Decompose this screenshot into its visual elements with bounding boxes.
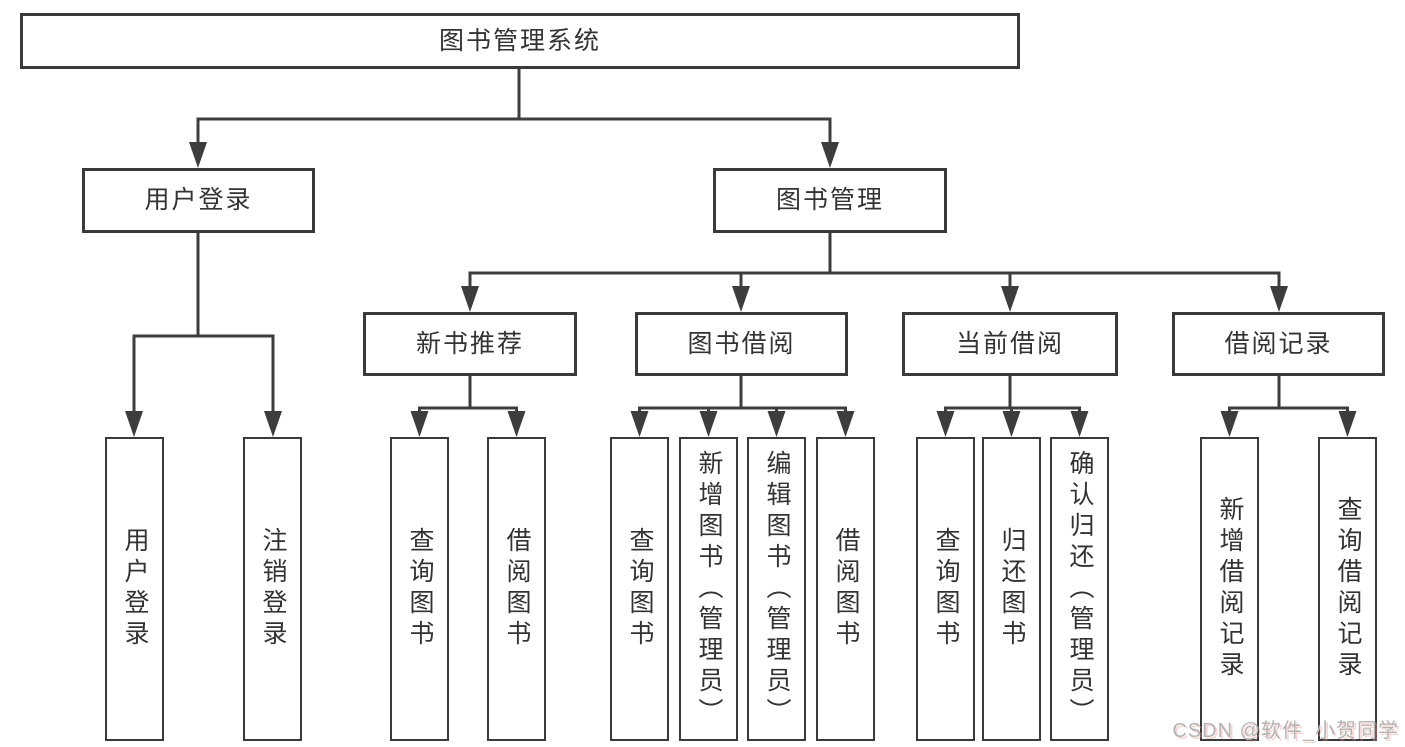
node-label: 查询图书 bbox=[932, 527, 960, 651]
node-library-management-system: 图书管理系统 bbox=[20, 13, 1020, 69]
leaf-bb-edit-books-admin: 编辑图书（管理员） bbox=[747, 437, 806, 741]
node-label: 用户登录 bbox=[144, 186, 253, 214]
leaf-cb-query-books: 查询图书 bbox=[916, 437, 975, 741]
node-label: 查询图书 bbox=[626, 527, 654, 651]
node-label: 图书管理 bbox=[775, 186, 884, 214]
node-label: 确认归还（管理员） bbox=[1066, 449, 1094, 729]
node-label: 编辑图书（管理员） bbox=[763, 449, 791, 729]
node-label: 当前借阅 bbox=[955, 329, 1064, 358]
leaf-cb-return-books: 归还图书 bbox=[982, 437, 1041, 741]
node-new-book-recommend: 新书推荐 bbox=[363, 312, 577, 376]
leaf-user-login: 用户登录 bbox=[105, 437, 164, 741]
node-label: 新增借阅记录 bbox=[1216, 496, 1244, 682]
node-label: 图书管理系统 bbox=[438, 26, 601, 55]
leaf-bb-borrow-books: 借阅图书 bbox=[816, 437, 875, 741]
node-label: 用户登录 bbox=[121, 527, 149, 651]
leaf-logout: 注销登录 bbox=[243, 437, 302, 741]
node-label: 借阅记录 bbox=[1224, 329, 1333, 358]
node-label: 借阅图书 bbox=[503, 527, 531, 651]
node-label: 注销登录 bbox=[259, 527, 287, 651]
leaf-br-query-record: 查询借阅记录 bbox=[1318, 437, 1377, 741]
node-book-borrow: 图书借阅 bbox=[635, 312, 848, 376]
node-book-management: 图书管理 bbox=[713, 168, 947, 233]
node-label: 查询图书 bbox=[406, 527, 434, 651]
node-label: 新增图书（管理员） bbox=[695, 449, 723, 729]
node-label: 图书借阅 bbox=[687, 329, 796, 358]
leaf-bb-add-books-admin: 新增图书（管理员） bbox=[679, 437, 738, 741]
leaf-nb-query-books: 查询图书 bbox=[390, 437, 449, 741]
leaf-nb-borrow-books: 借阅图书 bbox=[487, 437, 546, 741]
node-borrow-records: 借阅记录 bbox=[1172, 312, 1385, 376]
node-label: 查询借阅记录 bbox=[1334, 496, 1362, 682]
leaf-bb-query-books: 查询图书 bbox=[610, 437, 669, 741]
node-current-borrow: 当前借阅 bbox=[902, 312, 1118, 376]
leaf-br-add-record: 新增借阅记录 bbox=[1200, 437, 1259, 741]
node-label: 新书推荐 bbox=[415, 329, 524, 358]
watermark: CSDN @软件_小贺同学 bbox=[1172, 720, 1399, 742]
node-user-login: 用户登录 bbox=[82, 168, 315, 233]
node-label: 借阅图书 bbox=[832, 527, 860, 651]
leaf-cb-confirm-return-admin: 确认归还（管理员） bbox=[1050, 437, 1109, 741]
node-label: 归还图书 bbox=[998, 527, 1026, 651]
